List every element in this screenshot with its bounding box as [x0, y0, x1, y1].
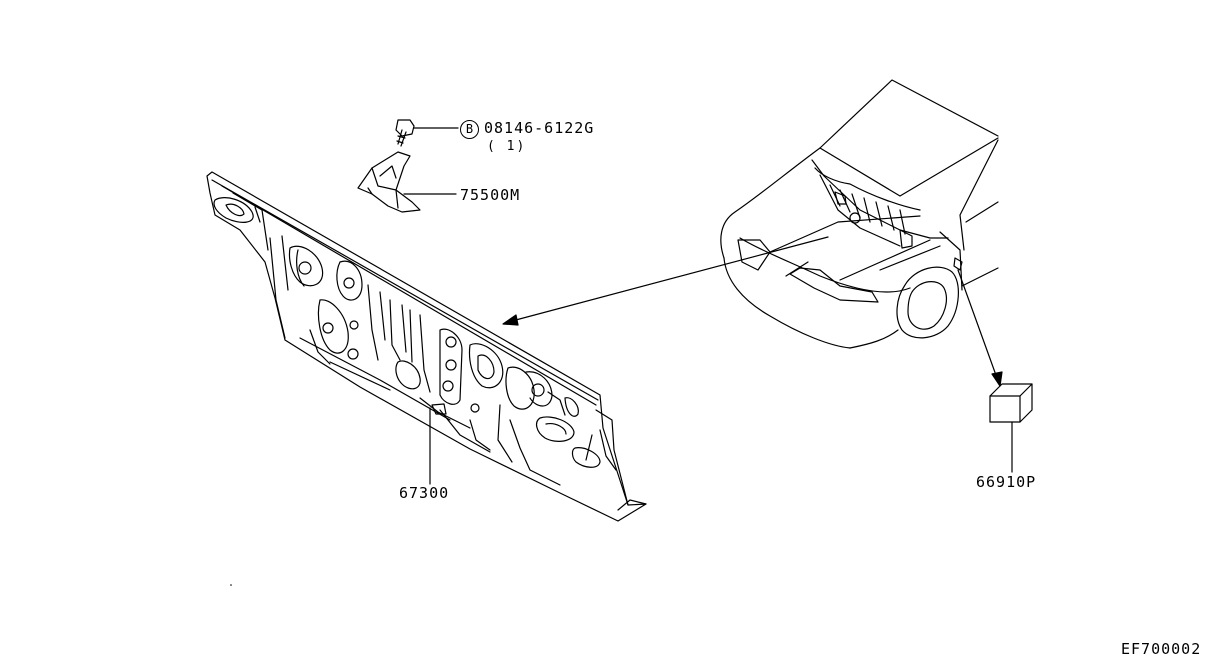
dash-panel-part-number: 67300 [399, 484, 450, 502]
diagram-code: EF700002 [1121, 640, 1202, 658]
bolt-b-marker: B [460, 120, 479, 139]
bolt-quantity: ( 1) [487, 139, 527, 154]
bolt-drawing [395, 119, 459, 147]
car-drawing [720, 79, 999, 349]
bracket-part-number: 75500M [460, 186, 521, 204]
bolt-part-number: 08146-6122G [484, 119, 595, 137]
bracket-drawing [357, 151, 457, 213]
insulator-drawing [989, 383, 1033, 473]
insulator-part-number: 66910P [976, 473, 1037, 491]
callout-arrows [502, 236, 1003, 387]
dash-panel-drawing [206, 171, 647, 522]
